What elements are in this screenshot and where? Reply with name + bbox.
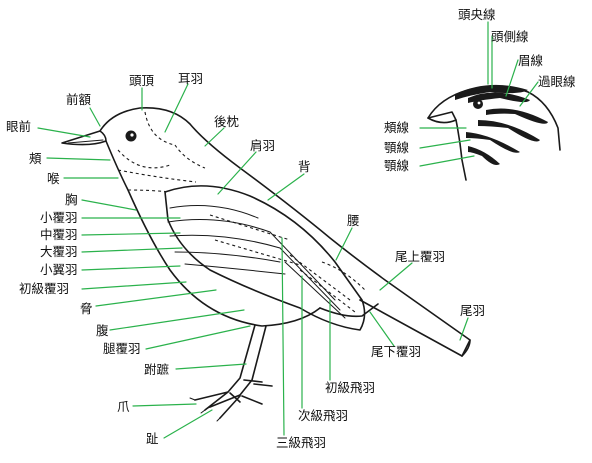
label-greater-coverts: 大覆羽 <box>40 244 78 259</box>
label-undertail-coverts: 尾下覆羽 <box>371 344 422 359</box>
label-forehead: 前額 <box>66 92 92 107</box>
bird-body-outline <box>61 107 471 357</box>
leader-line-jaw-line <box>419 139 471 149</box>
label-toe: 趾 <box>146 431 159 446</box>
leader-line-tarsus <box>175 363 247 370</box>
label-lores: 眼前 <box>6 119 32 134</box>
leader-line-cheek <box>46 157 111 161</box>
label-cheek: 頰 <box>29 151 42 166</box>
leader-line-shoulder <box>217 151 257 195</box>
leader-line-greater-coverts <box>81 247 183 253</box>
label-ear-coverts: 耳羽 <box>178 71 204 86</box>
leader-line-thigh <box>145 325 251 350</box>
leader-line-nape <box>204 127 225 147</box>
label-primaries: 初級飛羽 <box>325 380 376 395</box>
label-uppertail-coverts: 尾上覆羽 <box>395 249 446 264</box>
leader-line-toe <box>163 409 213 439</box>
label-secondaries: 次級飛羽 <box>298 408 349 423</box>
label-head-side-line: 頭側線 <box>491 29 529 44</box>
label-crown: 頭頂 <box>129 73 155 88</box>
label-primary-coverts: 初級覆羽 <box>19 281 70 296</box>
wing <box>164 185 366 331</box>
leader-line-uppertail-coverts <box>379 262 413 291</box>
label-jaw-line: 顎線 <box>384 140 410 155</box>
leader-lines <box>37 21 539 439</box>
label-tail: 尾羽 <box>460 303 486 318</box>
leader-line-flank <box>95 289 217 307</box>
inset-head <box>427 84 561 181</box>
leader-line-claw <box>132 403 197 407</box>
label-alula: 小翼羽 <box>40 262 78 277</box>
label-eye-line: 過眼線 <box>538 74 576 89</box>
label-tarsus: 跗蹠 <box>144 362 170 377</box>
leader-line-breast <box>81 199 137 211</box>
label-cheek-line: 頰線 <box>384 120 410 135</box>
label-eyebrow-line: 眉線 <box>518 53 544 68</box>
label-belly: 腹 <box>96 323 109 338</box>
label-lesser-coverts: 小覆羽 <box>40 210 78 225</box>
leader-line-primary-coverts <box>81 281 187 290</box>
leader-line-undertail-coverts <box>369 311 395 347</box>
leader-line-rump <box>335 227 353 261</box>
label-rump: 腰 <box>347 213 360 228</box>
legs-feet <box>189 324 273 422</box>
leader-line-eyebrow-line <box>505 59 519 97</box>
leader-line-forehead <box>89 107 101 127</box>
leader-line-throat-line <box>419 155 475 167</box>
label-thigh: 腿覆羽 <box>103 341 141 356</box>
label-shoulder: 肩羽 <box>250 138 276 153</box>
label-nape: 後枕 <box>214 114 240 129</box>
leader-line-belly <box>109 309 245 331</box>
leader-line-alula <box>81 265 181 271</box>
label-throat-line: 顎線 <box>384 158 410 173</box>
label-median-coverts: 中覆羽 <box>40 227 78 242</box>
label-throat: 喉 <box>47 171 60 186</box>
leader-line-ear-coverts <box>164 83 189 133</box>
label-head-crown-line: 頭央線 <box>458 7 496 22</box>
label-breast: 胸 <box>65 192 78 207</box>
head-markings <box>117 111 206 193</box>
leader-line-back <box>267 173 305 201</box>
leader-line-tertials <box>281 237 285 436</box>
leader-line-median-coverts <box>81 232 181 236</box>
leader-line-lores <box>37 127 91 138</box>
label-back: 背 <box>298 159 311 174</box>
leader-line-eye-line <box>519 81 539 107</box>
label-flank: 脅 <box>80 301 93 316</box>
label-claw: 爪 <box>117 399 130 414</box>
label-tertials: 三級飛羽 <box>276 435 327 450</box>
leader-line-tail <box>459 317 469 341</box>
